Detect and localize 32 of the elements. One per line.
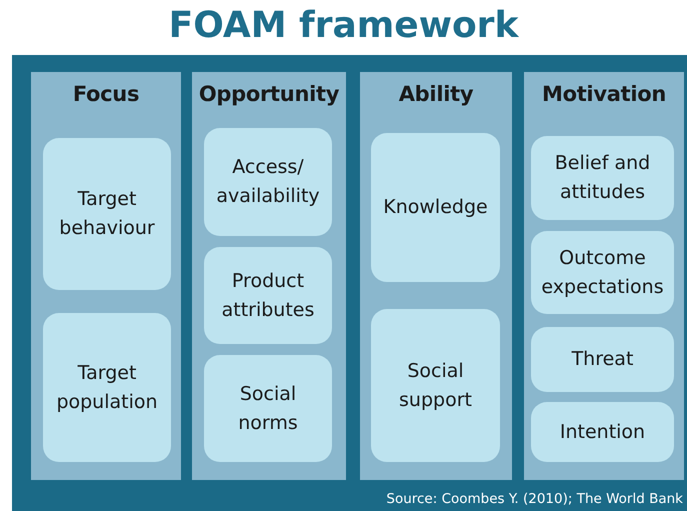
factor-box	[531, 136, 674, 220]
category-column	[192, 72, 346, 480]
column-heading: Ability	[398, 82, 474, 106]
factor-label: Social support	[398, 358, 473, 412]
column-heading: Opportunity	[198, 82, 340, 106]
factor-label: Knowledge	[382, 195, 489, 220]
title: FOAM framework	[168, 4, 520, 48]
factor-label: Outcome expectations	[540, 246, 665, 300]
category-column	[360, 72, 512, 480]
factor-label: Access/ availability	[215, 155, 321, 209]
factor-box	[204, 247, 332, 344]
category-column	[524, 72, 684, 480]
column-heading: Focus	[72, 82, 140, 106]
factor-box	[204, 355, 332, 462]
category-column	[31, 72, 181, 480]
source-note: Source: Coombes Y. (2010); The World Bank	[386, 491, 683, 507]
factor-label: Target population	[55, 360, 159, 414]
factor-box	[43, 138, 171, 290]
factor-box	[531, 231, 674, 314]
column-heading: Motivation	[540, 82, 668, 106]
factor-label: Belief and attitudes	[554, 151, 652, 205]
factor-box	[371, 133, 500, 282]
factor-label: Product attributes	[220, 268, 316, 322]
factor-label: Social norms	[237, 382, 299, 436]
factor-box	[371, 309, 500, 462]
factor-label: Target behaviour	[58, 187, 156, 241]
factor-box	[204, 128, 332, 236]
factor-box	[43, 313, 171, 462]
factor-box	[531, 327, 674, 392]
factor-label: Threat	[570, 347, 634, 372]
factor-box	[531, 402, 674, 462]
factor-label: Intention	[558, 420, 646, 444]
